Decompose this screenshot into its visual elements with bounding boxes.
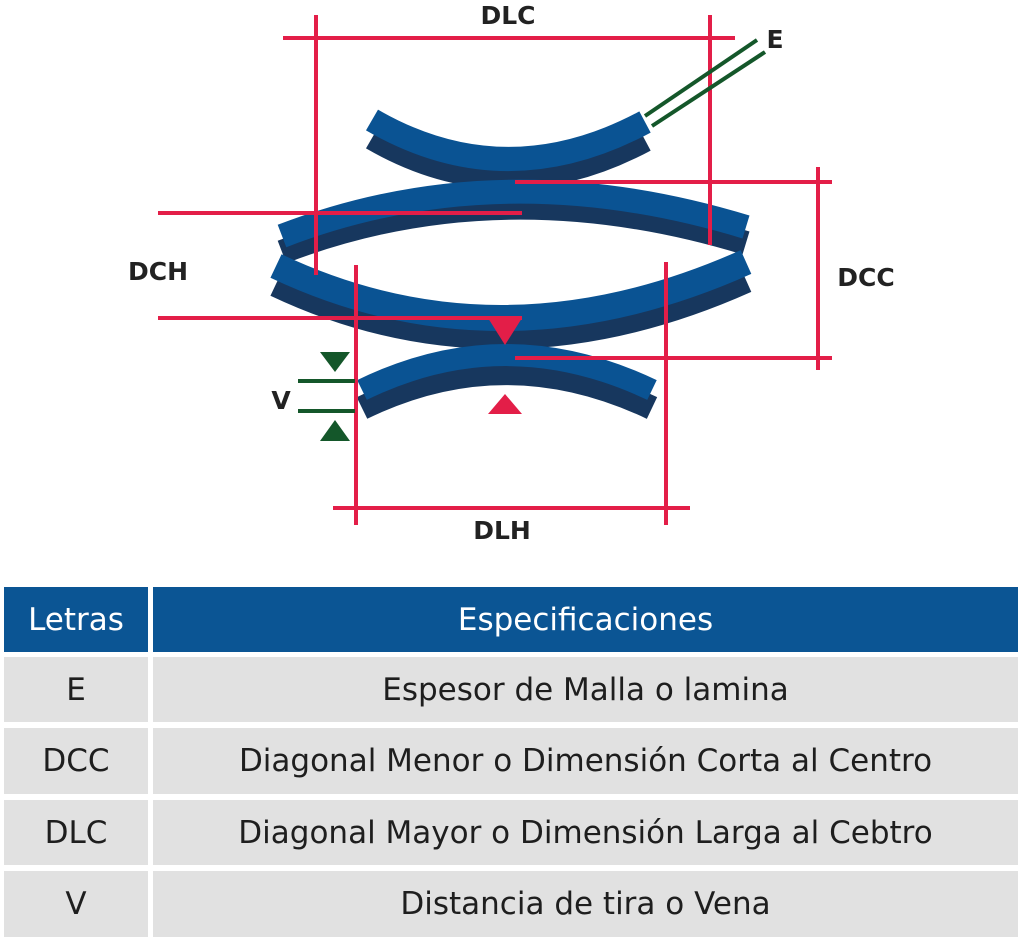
row-letter: DCC (4, 728, 148, 794)
mesh-top-strand-side (365, 127, 651, 189)
row-letter: DLC (4, 800, 148, 865)
mesh-strands (270, 109, 752, 419)
v-arrow-up-icon (320, 420, 350, 441)
row-spec: Distancia de tira o Vena (153, 871, 1018, 937)
label-dch: DCH (128, 257, 188, 286)
row-spec: Diagonal Menor o Dimensión Corta al Cent… (153, 728, 1018, 794)
row-letter: V (4, 871, 148, 937)
row-letter: E (4, 657, 148, 722)
mesh-bottom-strand-side (356, 361, 658, 419)
mesh-upper-band (277, 179, 750, 248)
mesh-top-strand (365, 109, 651, 171)
label-dcc: DCC (837, 263, 894, 292)
mesh-upper-band-side (277, 195, 750, 264)
header-specifications: Especificaciones (153, 587, 1018, 652)
label-dlc: DLC (480, 1, 535, 30)
expanded-mesh-diagram: DLC E DCH DCC V DLH (128, 1, 895, 545)
row-spec: Diagonal Mayor o Dimensión Larga al Cebt… (153, 800, 1018, 865)
thickness-lines (298, 38, 767, 413)
arrow-down-icon (488, 318, 522, 345)
header-letters: Letras (4, 587, 148, 652)
label-dlh: DLH (473, 516, 531, 545)
label-e: E (766, 25, 783, 54)
dimension-lines (158, 15, 832, 525)
v-arrow-down-icon (320, 352, 350, 372)
row-spec: Espesor de Malla o lamina (153, 657, 1018, 722)
label-v: V (271, 386, 291, 415)
arrow-up-icon (488, 394, 522, 414)
mesh-bottom-strand (357, 344, 657, 400)
